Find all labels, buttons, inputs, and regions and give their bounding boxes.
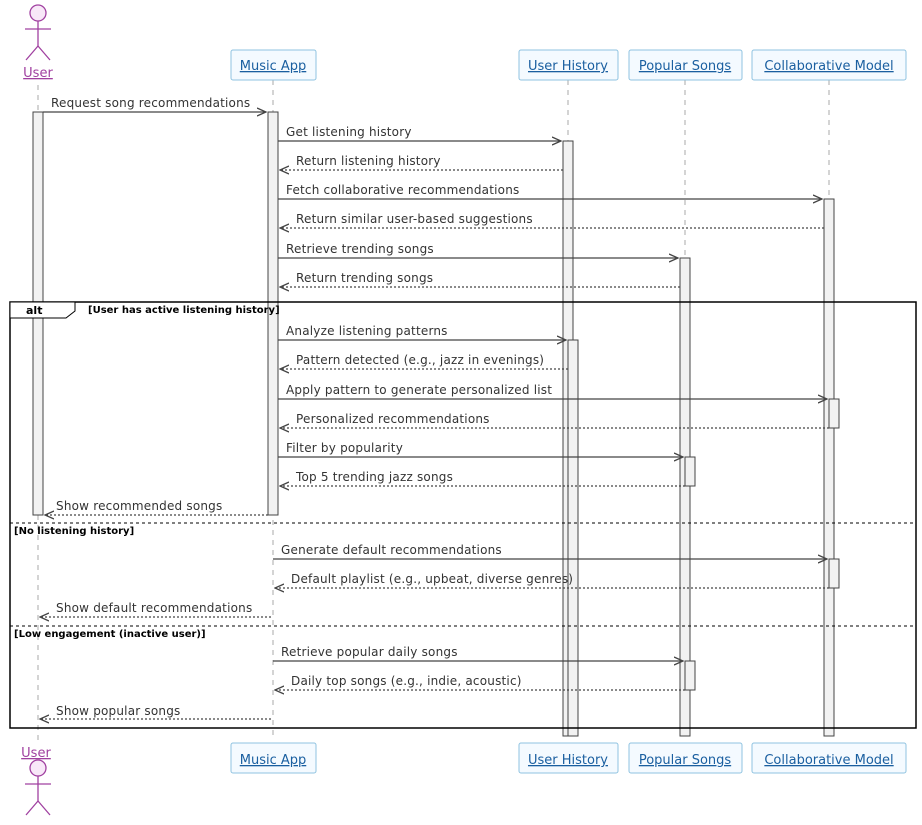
message-label: Retrieve trending songs (286, 242, 434, 256)
activation-user-history-nested (567, 339, 579, 737)
participant-label: Music App (240, 753, 307, 768)
activation-popular-songs (679, 257, 691, 737)
participant-label: User History (528, 753, 608, 768)
participant-user-history-top: User History (518, 49, 619, 81)
participant-heads-top: User Music App User History Popular Song… (23, 4, 907, 81)
message-label: Get listening history (286, 125, 412, 139)
message-label: Default playlist (e.g., upbeat, diverse … (291, 572, 573, 586)
activation-music-app (267, 111, 279, 516)
participant-label: User (21, 746, 51, 761)
activation-popular-songs-nested (684, 456, 696, 487)
participant-music-app-top: Music App (230, 49, 317, 81)
message-label: Retrieve popular daily songs (281, 645, 458, 659)
guard-no-history: [No listening history] (14, 526, 134, 537)
actor-user-bottom: User (21, 746, 51, 816)
message-label: Show popular songs (56, 704, 180, 718)
participant-label: User (23, 66, 53, 81)
actor-stick-figure-icon (25, 759, 51, 816)
message-label: Request song recommendations (51, 96, 250, 110)
guard-low-engagement: [Low engagement (inactive user)] (14, 629, 206, 640)
message-label: Return trending songs (296, 271, 433, 285)
message-label: Pattern detected (e.g., jazz in evenings… (296, 353, 544, 367)
actor-stick-figure-icon (25, 4, 51, 61)
alt-frame (9, 301, 917, 729)
alt-fragment: alt [User has active listening history] … (9, 301, 917, 729)
message-label: Return similar user-based suggestions (296, 212, 533, 226)
activation-collaborative-model (823, 198, 835, 737)
message-label: Fetch collaborative recommendations (286, 183, 519, 197)
message-label: Top 5 trending jazz songs (295, 470, 453, 484)
actor-user-top: User (23, 4, 53, 81)
participant-label: Popular Songs (639, 59, 732, 74)
message-label: Daily top songs (e.g., indie, acoustic) (291, 674, 522, 688)
messages: Request song recommendations Get listeni… (40, 96, 829, 719)
participant-label: Music App (240, 59, 307, 74)
lifelines (37, 80, 830, 740)
activation-popular-songs-nested-2 (684, 660, 696, 691)
alt-label: alt (26, 304, 42, 317)
message-label: Apply pattern to generate personalized l… (286, 383, 552, 397)
participant-music-app-bottom: Music App (230, 742, 317, 774)
activation-collaborative-model-nested-2 (828, 558, 840, 589)
participant-popular-songs-top: Popular Songs (628, 49, 743, 81)
message-label: Analyze listening patterns (286, 324, 448, 338)
participant-label: Collaborative Model (764, 753, 893, 768)
activation-collaborative-model-nested (828, 398, 840, 429)
participant-user-history-bottom: User History (518, 742, 619, 774)
participant-label: Collaborative Model (764, 59, 893, 74)
message-label: Return listening history (296, 154, 441, 168)
message-label: Filter by popularity (286, 441, 403, 455)
participant-popular-songs-bottom: Popular Songs (628, 742, 743, 774)
participant-collaborative-model-bottom: Collaborative Model (751, 742, 907, 774)
message-label: Generate default recommendations (281, 543, 502, 557)
participant-collaborative-model-top: Collaborative Model (751, 49, 907, 81)
participant-label: Popular Songs (639, 753, 732, 768)
alt-tab (9, 301, 76, 319)
message-label: Show default recommendations (56, 601, 252, 615)
guard-active-history: [User has active listening history] (88, 305, 280, 316)
participant-heads-bottom: User Music App User History Popular Song… (21, 742, 907, 816)
message-label: Show recommended songs (56, 499, 222, 513)
participant-label: User History (528, 59, 608, 74)
message-label: Personalized recommendations (296, 412, 490, 426)
